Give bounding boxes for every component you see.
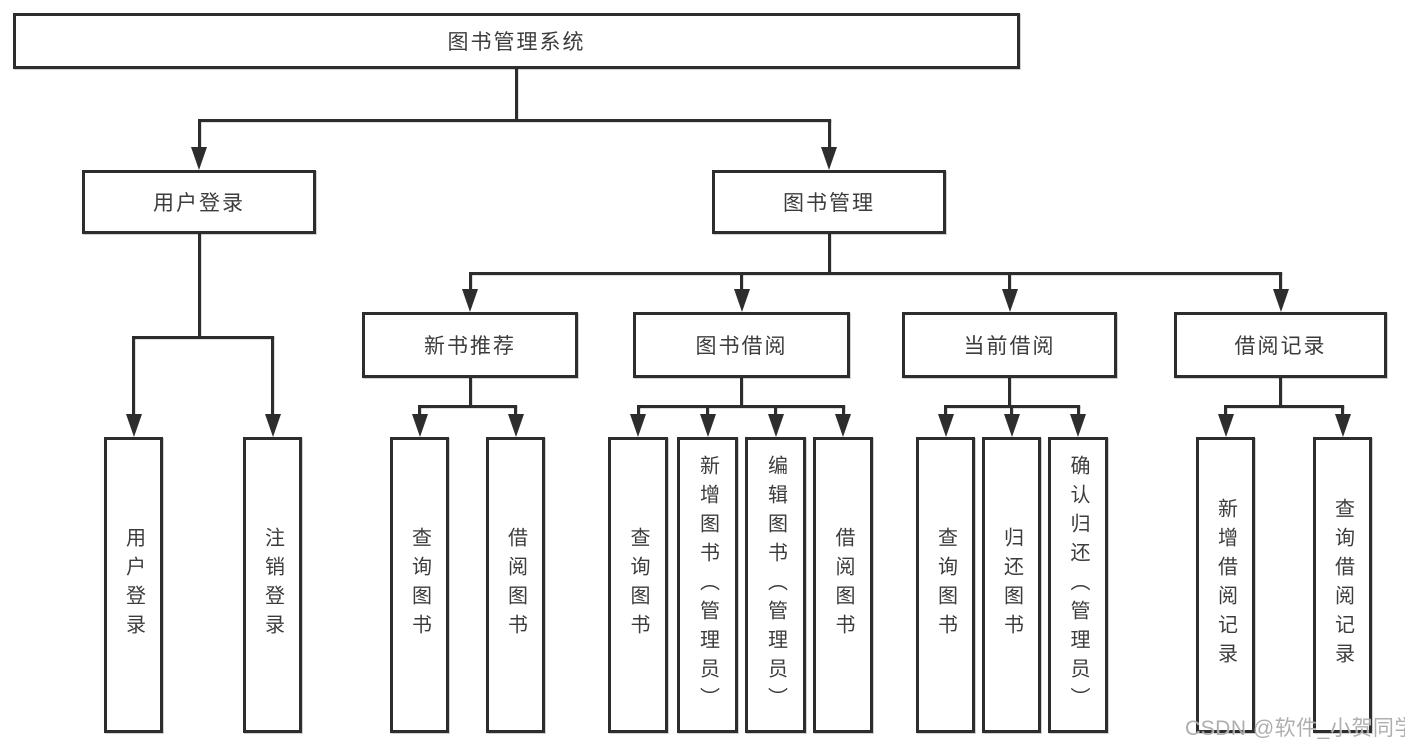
arrowhead-down-icon xyxy=(264,414,281,437)
node-borrow-records: 借阅记录 xyxy=(1174,312,1387,378)
arrowhead-down-icon xyxy=(1334,414,1351,437)
arrowhead-down-icon xyxy=(821,147,837,170)
connector-line xyxy=(740,378,743,405)
arrowhead-down-icon xyxy=(1001,289,1018,312)
connector-line xyxy=(1341,405,1344,419)
connector-line xyxy=(468,272,472,294)
arrowhead-down-icon xyxy=(507,414,524,437)
arrowhead-down-icon xyxy=(1003,414,1020,437)
connector-line xyxy=(197,119,831,122)
connector-line xyxy=(740,272,743,294)
connector-line xyxy=(774,405,777,419)
connector-line xyxy=(514,405,517,419)
connector-line xyxy=(468,272,1282,275)
csdn-watermark: CSDN @软件_小贺同学 xyxy=(1185,717,1405,740)
arrowhead-down-icon xyxy=(1070,414,1086,437)
node-borrow-books-rec: 借阅图书 xyxy=(486,437,545,733)
connector-line xyxy=(197,234,201,336)
connector-line xyxy=(827,119,831,152)
connector-line xyxy=(132,336,274,339)
connector-line xyxy=(1008,378,1011,405)
connector-line xyxy=(1008,272,1011,294)
node-book-mgmt: 图书管理 xyxy=(712,170,946,234)
node-root: 图书管理系统 xyxy=(13,13,1020,69)
connector-line xyxy=(515,69,518,119)
connector-line xyxy=(468,378,472,405)
arrowhead-down-icon xyxy=(733,289,750,312)
arrowhead-down-icon xyxy=(630,414,646,437)
node-query-books-current: 查询图书 xyxy=(916,437,975,733)
node-confirm-return-admin: 确认归还（管理员） xyxy=(1048,437,1108,733)
connector-line xyxy=(841,405,845,419)
node-new-book-rec: 新书推荐 xyxy=(362,312,578,378)
connector-line xyxy=(1076,405,1080,419)
node-query-books-borrow: 查询图书 xyxy=(608,437,668,733)
node-query-borrow-record: 查询借阅记录 xyxy=(1313,437,1372,733)
connector-line xyxy=(418,405,421,419)
arrowhead-down-icon xyxy=(699,414,716,437)
node-query-books-rec: 查询图书 xyxy=(390,437,449,733)
connector-line xyxy=(944,405,947,419)
connector-line xyxy=(1224,405,1227,419)
arrowhead-down-icon xyxy=(937,414,954,437)
node-current-borrow: 当前借阅 xyxy=(902,312,1117,378)
connector-line xyxy=(827,234,831,272)
node-user-login-leaf: 用户登录 xyxy=(104,437,163,733)
arrowhead-down-icon xyxy=(411,414,428,437)
arrowhead-down-icon xyxy=(835,414,851,437)
node-book-borrow: 图书借阅 xyxy=(633,312,850,378)
node-user-login: 用户登录 xyxy=(82,170,316,234)
arrowhead-down-icon xyxy=(767,414,784,437)
connector-line xyxy=(1010,405,1013,419)
arrowhead-down-icon xyxy=(1217,414,1234,437)
node-add-borrow-record: 新增借阅记录 xyxy=(1196,437,1255,733)
connector-line xyxy=(636,405,640,419)
arrowhead-down-icon xyxy=(1272,289,1289,312)
connector-line xyxy=(706,405,709,419)
arrowhead-down-icon xyxy=(191,147,207,170)
arrowhead-down-icon xyxy=(462,289,478,312)
connector-line xyxy=(418,405,517,408)
connector-line xyxy=(636,405,845,408)
connector-line xyxy=(1279,378,1282,405)
connector-line xyxy=(1279,272,1282,294)
node-logout-leaf: 注销登录 xyxy=(243,437,302,733)
connector-line xyxy=(1224,405,1344,408)
connector-line xyxy=(132,336,135,419)
node-borrow-books-borrow: 借阅图书 xyxy=(813,437,873,733)
node-add-books-admin: 新增图书（管理员） xyxy=(677,437,738,733)
arrowhead-down-icon xyxy=(125,414,142,437)
connector-line xyxy=(197,119,201,152)
node-edit-books-admin: 编辑图书（管理员） xyxy=(745,437,806,733)
connector-line xyxy=(271,336,274,419)
node-return-books: 归还图书 xyxy=(982,437,1041,733)
